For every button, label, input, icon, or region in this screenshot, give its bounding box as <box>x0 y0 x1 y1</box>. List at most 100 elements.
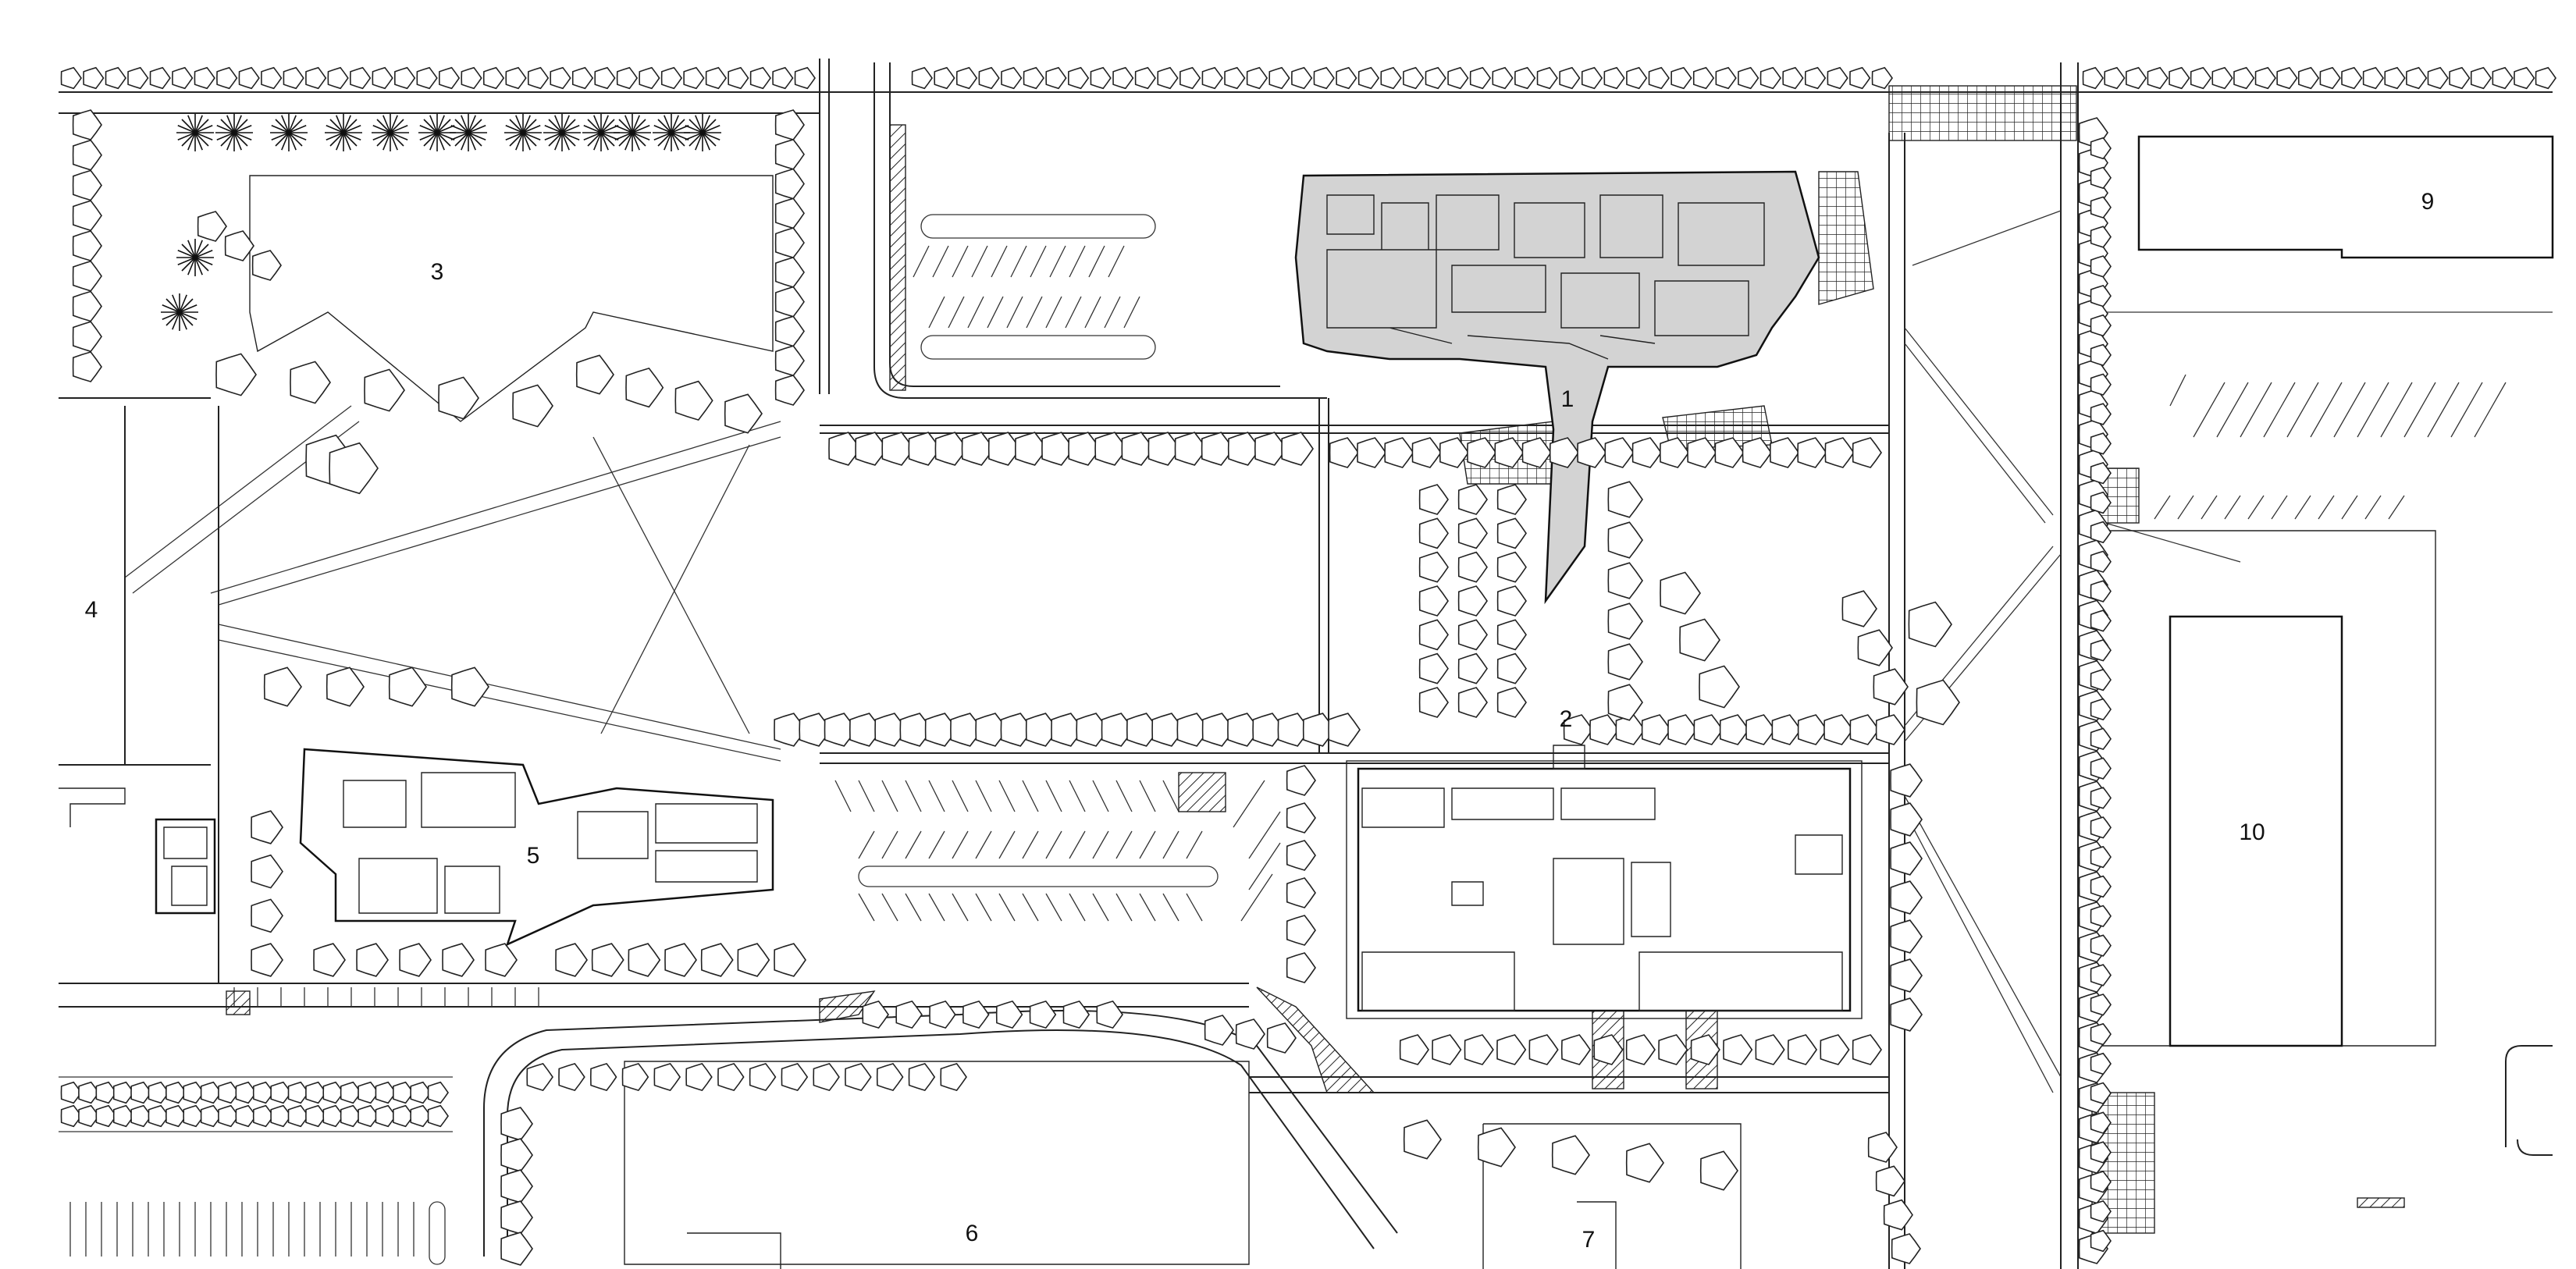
tree-canopy <box>251 898 283 933</box>
tree-canopy <box>2297 66 2320 90</box>
tree-canopy <box>105 66 126 90</box>
tree-canopy <box>1496 687 1527 718</box>
building-7-label: 7 <box>1582 1227 1596 1253</box>
tree-canopy <box>1787 1034 1818 1065</box>
tree-canopy <box>1041 432 1074 466</box>
tree-canopy <box>2090 1022 2112 1046</box>
tree-canopy <box>1112 66 1134 90</box>
building-10[interactable] <box>2092 530 2436 1047</box>
tree-canopy <box>1286 952 1316 983</box>
tree-canopy <box>737 943 770 977</box>
palm-tree <box>270 114 308 151</box>
tree-canopy <box>774 375 805 406</box>
tree-canopy <box>1604 437 1635 468</box>
tree-canopy <box>329 442 379 495</box>
tree-canopy <box>1804 66 1827 90</box>
tree-canopy <box>774 713 806 747</box>
tree-canopy <box>1496 484 1527 515</box>
tree-canopy <box>1254 432 1287 466</box>
building-4[interactable] <box>59 787 216 915</box>
tree-canopy <box>450 666 489 707</box>
tree-canopy <box>1418 517 1449 549</box>
tree-canopy <box>442 943 475 977</box>
tree-canopy <box>2090 934 2112 957</box>
tree-canopy <box>1062 1000 1091 1029</box>
tree-canopy <box>924 713 958 747</box>
tree-canopy <box>2090 727 2112 751</box>
tree-canopy <box>438 66 461 90</box>
building-5-label: 5 <box>527 843 540 869</box>
tree-canopy <box>1852 1034 1882 1065</box>
building-6[interactable] <box>624 1061 1250 1269</box>
tree-canopy <box>774 197 805 229</box>
tree-canopy <box>685 1062 713 1092</box>
tree-canopy <box>2090 1111 2112 1134</box>
building-labels: 1 2 3 4 5 6 7 9 10 <box>85 189 2435 1253</box>
tree-canopy <box>364 368 405 412</box>
tree-canopy <box>1457 517 1488 549</box>
tree-canopy <box>1496 551 1527 583</box>
tree-canopy <box>305 66 327 90</box>
tree-canopy <box>616 66 639 90</box>
tree-canopy <box>1151 713 1185 747</box>
tree-canopy <box>550 66 571 90</box>
tree-canopy <box>1820 1034 1850 1065</box>
tree-canopy <box>130 1104 152 1128</box>
tree-canopy <box>1551 1135 1590 1175</box>
tree-canopy <box>1432 1034 1462 1065</box>
tree-canopy <box>1823 714 1854 745</box>
tree-canopy <box>962 1000 990 1029</box>
tree-canopy <box>270 1081 292 1104</box>
tree-canopy <box>438 376 479 420</box>
tree-canopy <box>1631 437 1662 468</box>
parking-central <box>834 780 1281 922</box>
tree-canopy <box>1607 562 1643 599</box>
tree-canopy <box>1890 919 1923 954</box>
tree-canopy <box>1001 66 1023 90</box>
tree-canopy <box>628 943 661 977</box>
tree-canopy <box>393 66 416 90</box>
tree-canopy <box>664 943 697 977</box>
tree-canopy <box>1464 1034 1494 1065</box>
building-2[interactable] <box>1346 745 1863 1019</box>
tree-canopy <box>95 1104 117 1128</box>
building-1[interactable] <box>1294 170 1820 605</box>
tree-canopy <box>287 1081 309 1104</box>
tree-canopy <box>653 1062 681 1092</box>
tree-canopy <box>183 1104 205 1128</box>
tree-canopy <box>305 1081 327 1104</box>
tree-canopy <box>72 200 102 232</box>
tree-canopy <box>1714 437 1745 468</box>
tree-canopy <box>1096 1000 1123 1029</box>
tree-canopy <box>2090 1229 2112 1253</box>
building-9[interactable] <box>2137 135 2554 259</box>
tree-canopy <box>558 1062 585 1092</box>
tree-canopy <box>862 1000 889 1029</box>
tree-canopy <box>197 211 227 242</box>
tree-canopy <box>235 1104 257 1128</box>
tree-canopy <box>200 1104 222 1128</box>
tree-canopy <box>72 290 102 322</box>
building-7[interactable] <box>1482 1123 1742 1269</box>
building-5[interactable] <box>299 748 774 947</box>
tree-canopy <box>2090 284 2112 307</box>
tree-canopy <box>375 1081 397 1104</box>
tree-canopy <box>1469 66 1492 90</box>
tree-canopy <box>1457 551 1488 583</box>
tree-canopy <box>2090 610 2112 632</box>
tree-canopy <box>427 1104 449 1128</box>
building-3[interactable] <box>249 175 774 422</box>
building-6-label: 6 <box>966 1221 979 1246</box>
tree-canopy <box>975 713 1009 747</box>
tree-canopy <box>845 1062 872 1092</box>
tree-canopy <box>1094 432 1128 466</box>
tree-canopy <box>2090 964 2112 986</box>
tree-canopy <box>1514 66 1536 90</box>
tree-canopy <box>1492 66 1514 90</box>
palm-tree <box>176 239 214 276</box>
tree-canopy <box>895 1000 923 1029</box>
tree-canopy <box>724 393 763 434</box>
tree-canopy <box>908 1062 936 1092</box>
tree-canopy <box>375 1104 397 1128</box>
palm-tree <box>215 114 253 151</box>
